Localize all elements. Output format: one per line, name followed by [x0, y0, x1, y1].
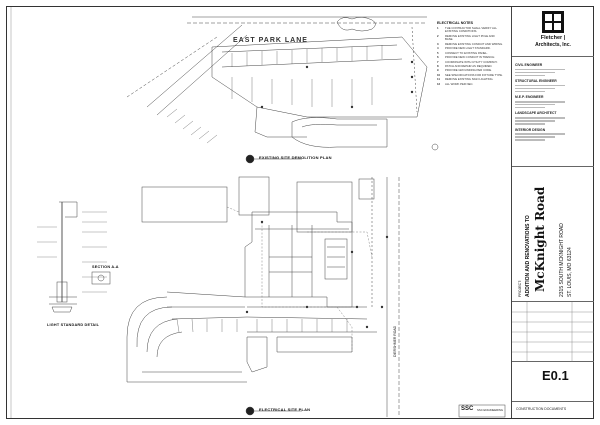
note-item: 11 REMOVE EXISTING SIGN LIGHTING.	[437, 77, 503, 82]
note-number: 1	[437, 26, 439, 30]
note-item: 6 PROVIDE NEW CONDUIT IN TRENCH.	[437, 55, 503, 60]
consultant-line	[515, 87, 555, 90]
consultant-line	[515, 68, 565, 71]
note-item: 2 REMOVE EXISTING LIGHT POLE AND BASE.	[437, 33, 503, 42]
consultant-line	[515, 106, 545, 109]
sheet-number-block: E0.1	[512, 362, 594, 402]
revision-grid	[512, 302, 594, 362]
consultant-line	[515, 74, 545, 77]
ssc-text: SSC ENGINEERING	[477, 408, 504, 412]
title-block: Fletcher | Architects, Inc. CIVIL ENGINE…	[511, 7, 594, 418]
note-number: 3	[437, 41, 439, 46]
note-number: 2	[437, 33, 439, 38]
note-text: PROVIDE NEW LIGHT STANDARD.	[445, 46, 491, 51]
section-label: SECTION A-A	[92, 265, 119, 269]
note-item: 7 COORDINATE WITH UTILITY COMPANY.	[437, 59, 503, 64]
note-number: 8	[437, 63, 439, 68]
address-line-1: 2315 SOUTH MCKNIGHT ROAD	[559, 223, 565, 297]
demolition-plan-title: EXISTING SITE DEMOLITION PLAN	[259, 155, 332, 160]
consultant-heading: LANDSCAPE ARCHITECT	[515, 111, 557, 116]
consultant-heading: CIVIL ENGINEER	[515, 63, 543, 67]
note-number: 12	[437, 81, 441, 86]
consultant-line	[515, 123, 545, 125]
consultant-line	[515, 136, 555, 138]
note-item: 4 PROVIDE NEW LIGHT STANDARD.	[437, 46, 503, 51]
footer-text: CONSTRUCTION DOCUMENTS	[516, 407, 567, 411]
note-text: CONNECT TO EXISTING PANEL.	[445, 50, 488, 55]
note-number: 7	[437, 59, 439, 64]
project-label: PROJECT:	[518, 280, 522, 297]
consultant-line	[515, 71, 555, 74]
note-text: COORDINATE WITH UTILITY COMPANY.	[445, 59, 498, 64]
note-text: REMOVE EXISTING LIGHT POLE AND BASE.	[445, 33, 495, 42]
note-text: REMOVE EXISTING CONDUIT AND WIRING.	[445, 41, 503, 46]
note-item: 9 PROVIDE GROUNDING PER CODE.	[437, 68, 503, 73]
project-block: PROJECT: ADDITION AND RENOVATIONS TO McK…	[512, 167, 594, 302]
note-item: 8 PATCH AND REPAIR AS REQUIRED.	[437, 63, 503, 68]
note-text: ALL WORK PER NEC.	[445, 81, 474, 86]
firm-name: Fletcher |	[540, 35, 566, 41]
firm-subtitle: Architects, Inc.	[535, 42, 571, 48]
sheet-number: E0.1	[542, 368, 569, 383]
notes-title: ELECTRICAL NOTES	[437, 21, 474, 25]
footer-block: CONSTRUCTION DOCUMENTS	[512, 402, 594, 418]
firm-block: Fletcher | Architects, Inc.	[512, 7, 594, 57]
site-plan-title: ELECTRICAL SITE PLAN	[259, 407, 311, 412]
consultant-heading: INTERIOR DESIGN	[515, 127, 546, 132]
note-text: PROVIDE GROUNDING PER CODE.	[445, 68, 492, 73]
note-number: 11	[437, 77, 440, 82]
note-text: PATCH AND REPAIR AS REQUIRED.	[445, 63, 493, 68]
note-text: PROVIDE NEW CONDUIT IN TRENCH.	[445, 55, 496, 60]
note-text: THE CONTRACTOR SHALL VERIFY ALL EXISTING…	[445, 26, 497, 34]
consultant-line	[515, 90, 545, 93]
ssc-logo: SSC	[461, 406, 474, 412]
note-text: SEE SPECIFICATIONS FOR FIXTURE TYPE.	[445, 72, 503, 77]
note-number: 5	[437, 50, 439, 55]
note-text: REMOVE EXISTING SIGN LIGHTING.	[445, 77, 494, 82]
note-item: 5 CONNECT TO EXISTING PANEL.	[437, 50, 503, 55]
consultant-line	[515, 117, 565, 119]
electrical-notes: ELECTRICAL NOTES 1 THE CONTRACTOR SHALL V…	[437, 21, 503, 87]
consultant-line	[515, 84, 565, 87]
project-line: ADDITION AND RENOVATIONS TO	[525, 215, 531, 297]
note-item: 1 THE CONTRACTOR SHALL VERIFY ALL EXISTIN…	[437, 26, 503, 34]
note-number: 10	[437, 72, 441, 77]
note-item: 3 REMOVE EXISTING CONDUIT AND WIRING.	[437, 41, 503, 46]
street-label: EAST PARK LANE	[233, 37, 308, 44]
note-number: 4	[437, 46, 439, 51]
note-number: 6	[437, 55, 439, 60]
consultant-heading: M.E.P. ENGINEER	[515, 95, 544, 100]
consultant-line	[515, 100, 565, 103]
consultants-block: CIVIL ENGINEER STRUCTURAL ENGINEER M.E.P. …	[512, 57, 594, 167]
firm-logo-icon	[542, 11, 564, 33]
consultant-heading: STRUCTURAL ENGINEER	[515, 79, 557, 84]
note-item: 12 ALL WORK PER NEC.	[437, 81, 503, 86]
road-label: DIERSHMER ROAD	[393, 325, 397, 357]
plan-drawing	[10, 7, 506, 418]
consultant-line	[515, 120, 555, 122]
consultant-line	[515, 103, 555, 106]
project-name: McKnight Road	[533, 186, 547, 292]
consultant-line	[515, 133, 565, 135]
note-number: 9	[437, 68, 439, 73]
address-line-2: ST. LOUIS, MO 63124	[567, 247, 573, 297]
consultant-line	[515, 139, 545, 141]
drawing-area: EAST PARK LANE EXISTING SITE DEMOLITION …	[7, 7, 507, 418]
revisions-block	[512, 302, 594, 362]
note-item: 10 SEE SPECIFICATIONS FOR FIXTURE TYPE.	[437, 72, 503, 77]
light-standard-detail-label: LIGHT STANDARD DETAIL	[47, 323, 100, 327]
notes-list: 1 THE CONTRACTOR SHALL VERIFY ALL EXISTIN…	[437, 26, 503, 86]
drawing-sheet: EAST PARK LANE EXISTING SITE DEMOLITION …	[6, 6, 594, 419]
